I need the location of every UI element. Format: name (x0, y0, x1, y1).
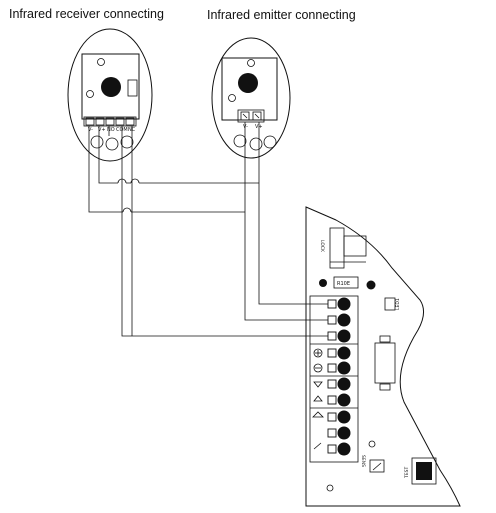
emitter-housing (211, 37, 291, 159)
lock-label: LOCK (319, 240, 325, 253)
wire-emitter-vplus (258, 122, 328, 305)
board-chip-pin (379, 383, 391, 391)
sens-label: SENS (360, 455, 366, 467)
wiring (88, 122, 328, 337)
receiver-terminal-label: NO (107, 127, 115, 133)
test-label: TEST (404, 467, 410, 479)
receiver-terminal-block (83, 116, 137, 127)
led1-label: LED1 (395, 298, 401, 310)
control-board: LOCK R10E (305, 206, 461, 507)
led1 (384, 297, 396, 311)
resistor-label: R10E (337, 281, 350, 287)
pot-wiper (372, 462, 382, 471)
board-resistor (333, 276, 359, 289)
board-chip (374, 342, 396, 384)
wire-receiver-com (121, 126, 328, 337)
infrared-emitter: V- V+ (211, 37, 291, 159)
emitter-screw-hole (247, 59, 255, 67)
terminal-screws (337, 297, 351, 456)
emitter-screw-hole-2 (228, 94, 236, 102)
receiver-component (127, 79, 138, 97)
test-button-cap (416, 462, 432, 480)
test-button (411, 457, 437, 485)
emitter-title: Infrared emitter connecting (207, 8, 356, 22)
board-test-point (368, 440, 376, 448)
receiver-pcb (81, 53, 140, 120)
wire-emitter-vminus (244, 122, 328, 321)
board-terminal-strip (309, 295, 359, 463)
receiver-screw-hole-2 (86, 90, 94, 98)
receiver-housing (67, 28, 153, 162)
board-capacitor (319, 279, 327, 287)
wire-crossing (122, 207, 132, 213)
board-capacitor-2 (366, 280, 376, 290)
receiver-sensor (101, 77, 121, 97)
terminal-dividers (310, 343, 358, 409)
receiver-screw-hole (97, 58, 105, 66)
wire-receiver-vplus (98, 126, 118, 184)
wire-crossing (130, 178, 140, 184)
board-outline (305, 206, 461, 507)
infrared-receiver: V- V+ NO COM NC (67, 28, 153, 162)
receiver-title: Infrared receiver connecting (9, 7, 164, 21)
receiver-terminal-label: V- (88, 127, 93, 133)
emitter-led (238, 73, 258, 93)
emitter-pcb (221, 57, 278, 121)
board-potentiometer (369, 459, 385, 473)
wire-receiver-vminus (88, 126, 123, 213)
board-chip-pin (379, 335, 391, 343)
emitter-terminal-label: V- (243, 124, 248, 130)
emitter-terminal-block (237, 109, 265, 123)
receiver-terminal-label: V+ (98, 127, 106, 133)
board-hole (326, 484, 334, 492)
lock-relay (343, 235, 367, 257)
terminal-symbols (312, 348, 324, 450)
